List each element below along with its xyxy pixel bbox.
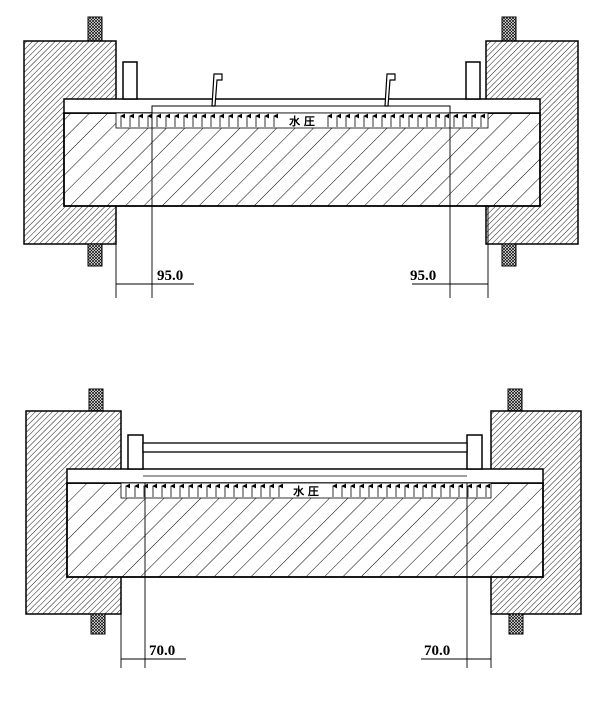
- bottom-beam: [142, 442, 468, 453]
- top-post-left: [122, 61, 138, 100]
- top-dimension-left: [115, 113, 194, 298]
- top-diagram: 水 圧 95.0 95.0: [23, 16, 579, 298]
- top-dim-right-value: 95.0: [410, 268, 436, 284]
- bottom-dimension-left: [120, 483, 186, 668]
- bottom-pressure-label: 水 圧: [293, 484, 319, 498]
- top-dimension-right: [412, 113, 489, 298]
- bottom-main-block: [66, 482, 544, 578]
- bottom-pressure-arrows: [125, 483, 490, 497]
- bottom-post-right: [466, 434, 483, 470]
- bottom-post-left: [127, 434, 144, 470]
- top-pressure-label: 水 圧: [289, 114, 315, 128]
- bottom-diagram: 水 圧 70.0 70.0: [25, 388, 582, 668]
- top-dim-left-value: 95.0: [157, 268, 183, 284]
- bottom-dim-left-value: 70.0: [149, 643, 175, 659]
- bottom-dimension-right: [421, 483, 492, 668]
- top-hook-right: [384, 73, 396, 107]
- top-post-right: [465, 61, 481, 100]
- bottom-dim-right-value: 70.0: [424, 643, 450, 659]
- top-pressure-arrows: [120, 113, 485, 127]
- top-hook-left: [211, 73, 223, 107]
